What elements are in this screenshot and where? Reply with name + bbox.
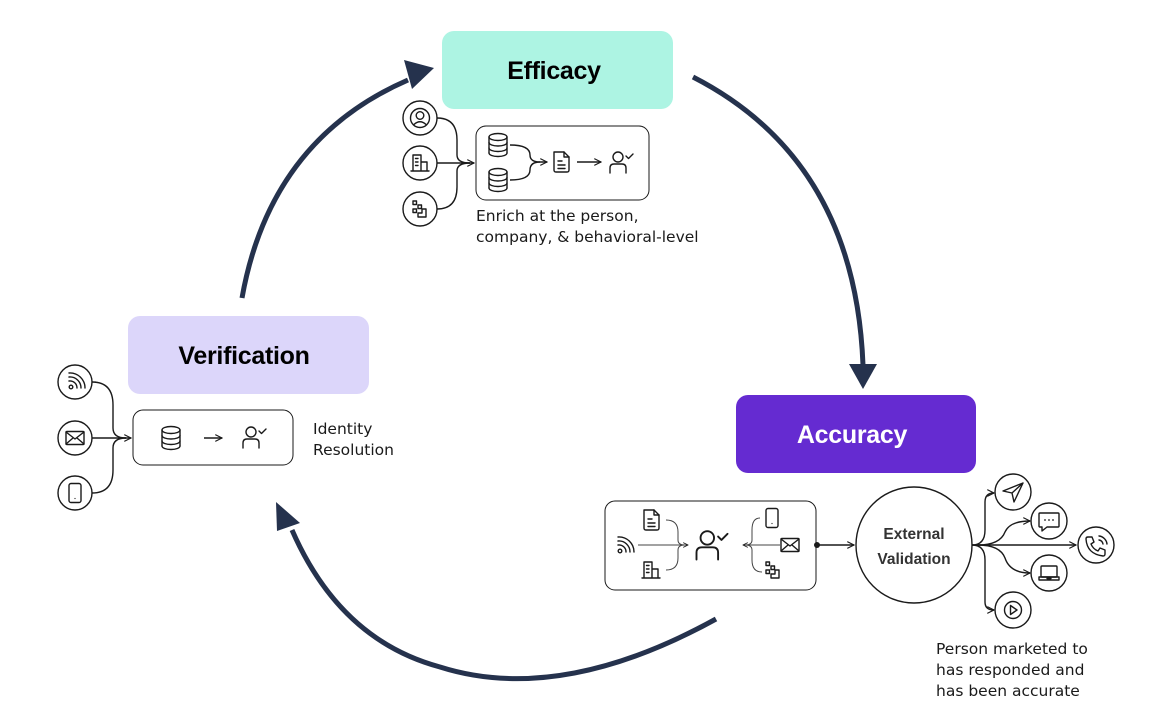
external-validation-line-1: External [883,526,944,543]
verification-badge[interactable] [128,316,369,394]
accuracy-caption-line-3: has been accurate [936,682,1080,700]
connector [436,162,471,210]
connector [91,381,127,439]
external-validation-line-2: Validation [877,551,950,568]
efficacy-caption-line-2: company, & behavioral-level [476,228,699,246]
connector [977,544,1030,573]
verification-input-signal [57,364,93,400]
connector [91,437,127,494]
connector [436,117,471,164]
connector [665,519,686,546]
efficacy-label: Efficacy [507,57,601,85]
accuracy-label: Accuracy [797,421,908,449]
output-chat [1030,502,1068,540]
output-laptop [1030,554,1068,592]
connector [971,493,994,546]
connector [509,162,547,181]
verification-stage: Verification Identity Resolution [57,316,394,511]
accuracy-caption-line-2: has responded and [936,661,1084,679]
accuracy-caption-line-1: Person marketed to [936,640,1088,658]
verification-caption-line-1: Identity [313,420,372,438]
efficacy-caption-line-1: Enrich at the person, [476,207,639,225]
efficacy-flow-box [475,125,650,201]
connector [977,521,1030,546]
cycle-arrow-accuracy-to-verification [289,528,718,682]
verification-input-mobile [57,475,93,511]
arrowhead-to-efficacy [404,60,434,89]
cycle-arrow-efficacy-to-accuracy [691,74,866,366]
arrowhead-to-accuracy [849,364,877,389]
output-video [994,591,1032,629]
connector [744,517,761,546]
verification-caption-line-2: Resolution [313,441,394,459]
output-call [1077,526,1115,564]
connector [971,544,994,610]
efficacy-input-person [402,100,438,136]
connector [744,544,763,573]
verification-label: Verification [178,342,309,370]
accuracy-badge[interactable] [736,395,976,473]
accuracy-stage: Accuracy External Validation [604,395,1115,700]
accuracy-flow-box [604,500,817,591]
efficacy-input-company [402,145,438,181]
external-validation-node [855,486,973,604]
cycle-arrows [239,60,877,682]
efficacy-stage: Efficacy Enrich at the person, company, … [402,31,699,246]
connector [665,544,686,571]
connector [509,144,541,163]
efficacy-badge[interactable] [442,31,673,109]
arrowhead-to-verification [276,502,300,531]
cycle-arrow-verification-to-efficacy [239,77,409,299]
verification-input-email [57,420,93,456]
